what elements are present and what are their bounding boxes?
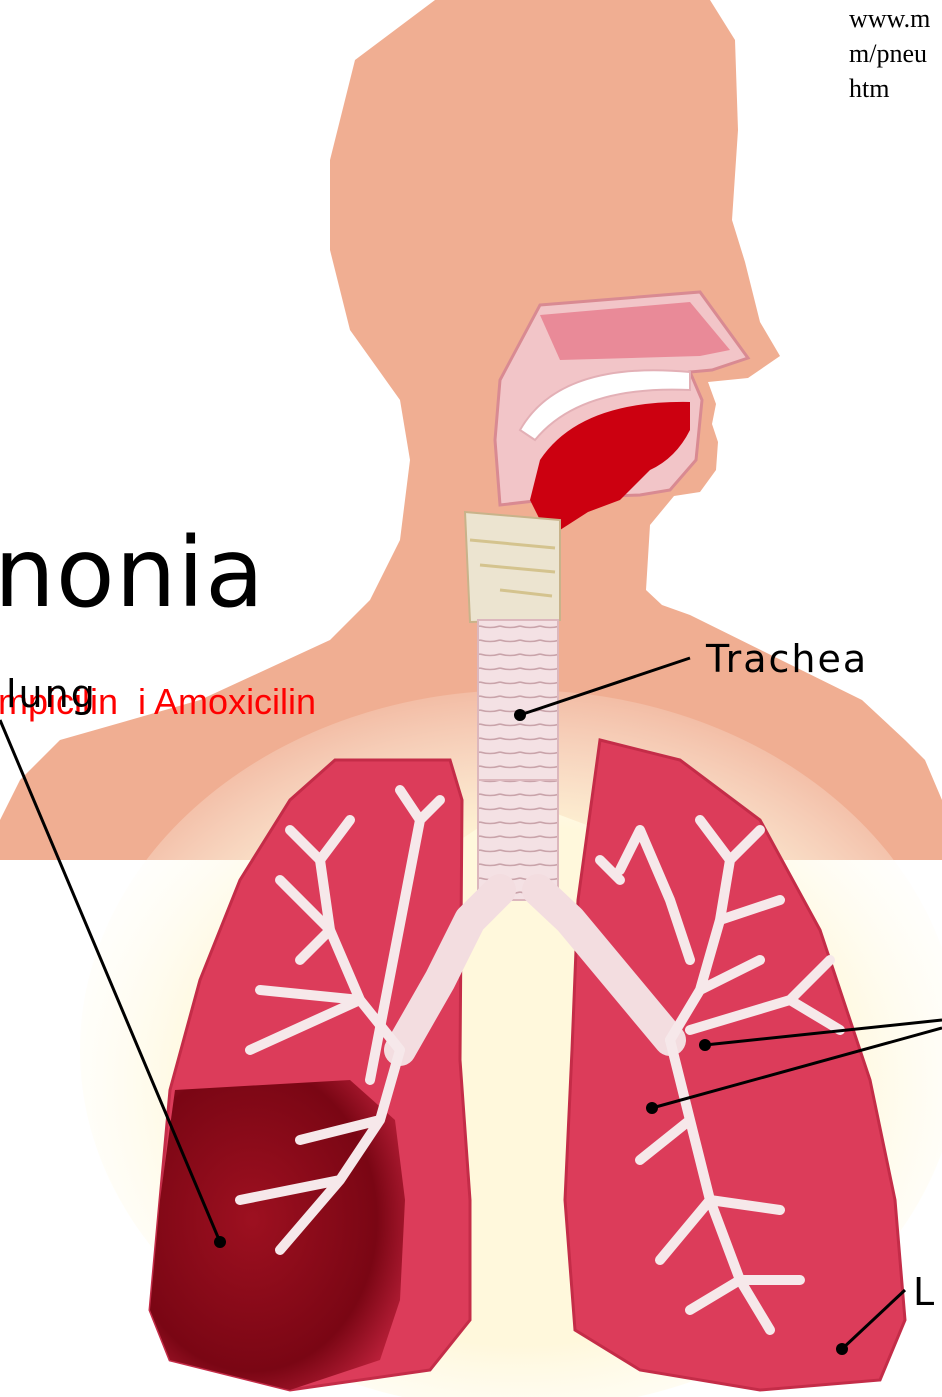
source-url-line2: m/pneu	[849, 39, 927, 69]
source-url-line1: www.m	[849, 4, 930, 34]
title-fragment: nonia	[0, 518, 265, 628]
source-url-line3: htm	[849, 74, 889, 104]
trachea-label: Trachea	[706, 637, 868, 681]
left-cut-label: L	[913, 1270, 936, 1314]
lung-label: lung	[6, 672, 97, 716]
